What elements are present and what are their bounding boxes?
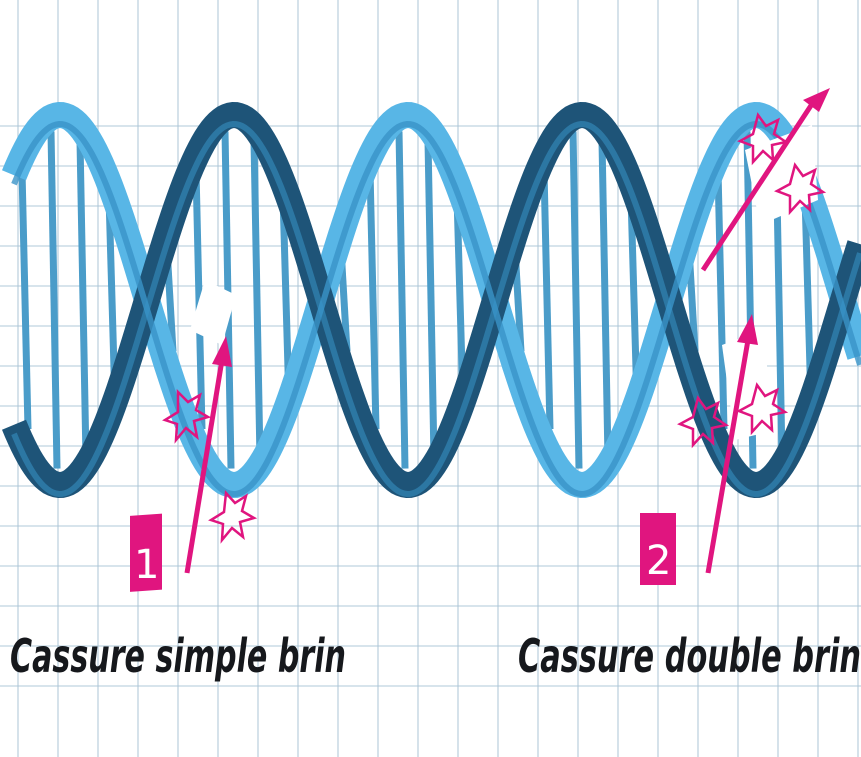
caption-single-strand-break: Cassure simple brin <box>10 629 346 683</box>
base-pair-rung <box>80 141 86 459</box>
base-pair-rung <box>51 131 57 468</box>
base-pair-rung <box>370 171 376 429</box>
base-pair-rung <box>544 171 550 429</box>
base-pair-rung <box>22 171 28 429</box>
caption-double-strand-break: Cassure double brin <box>518 629 861 683</box>
number-badge-label: 2 <box>646 538 671 584</box>
base-pair-rung <box>399 131 405 468</box>
base-pair-rung <box>254 141 260 459</box>
single-strand-break-marker: 1 <box>130 336 254 592</box>
base-pair-rung <box>602 141 608 459</box>
base-pair-rung <box>718 171 724 429</box>
number-badge-label: 1 <box>134 542 159 588</box>
base-pair-rung <box>428 141 434 459</box>
